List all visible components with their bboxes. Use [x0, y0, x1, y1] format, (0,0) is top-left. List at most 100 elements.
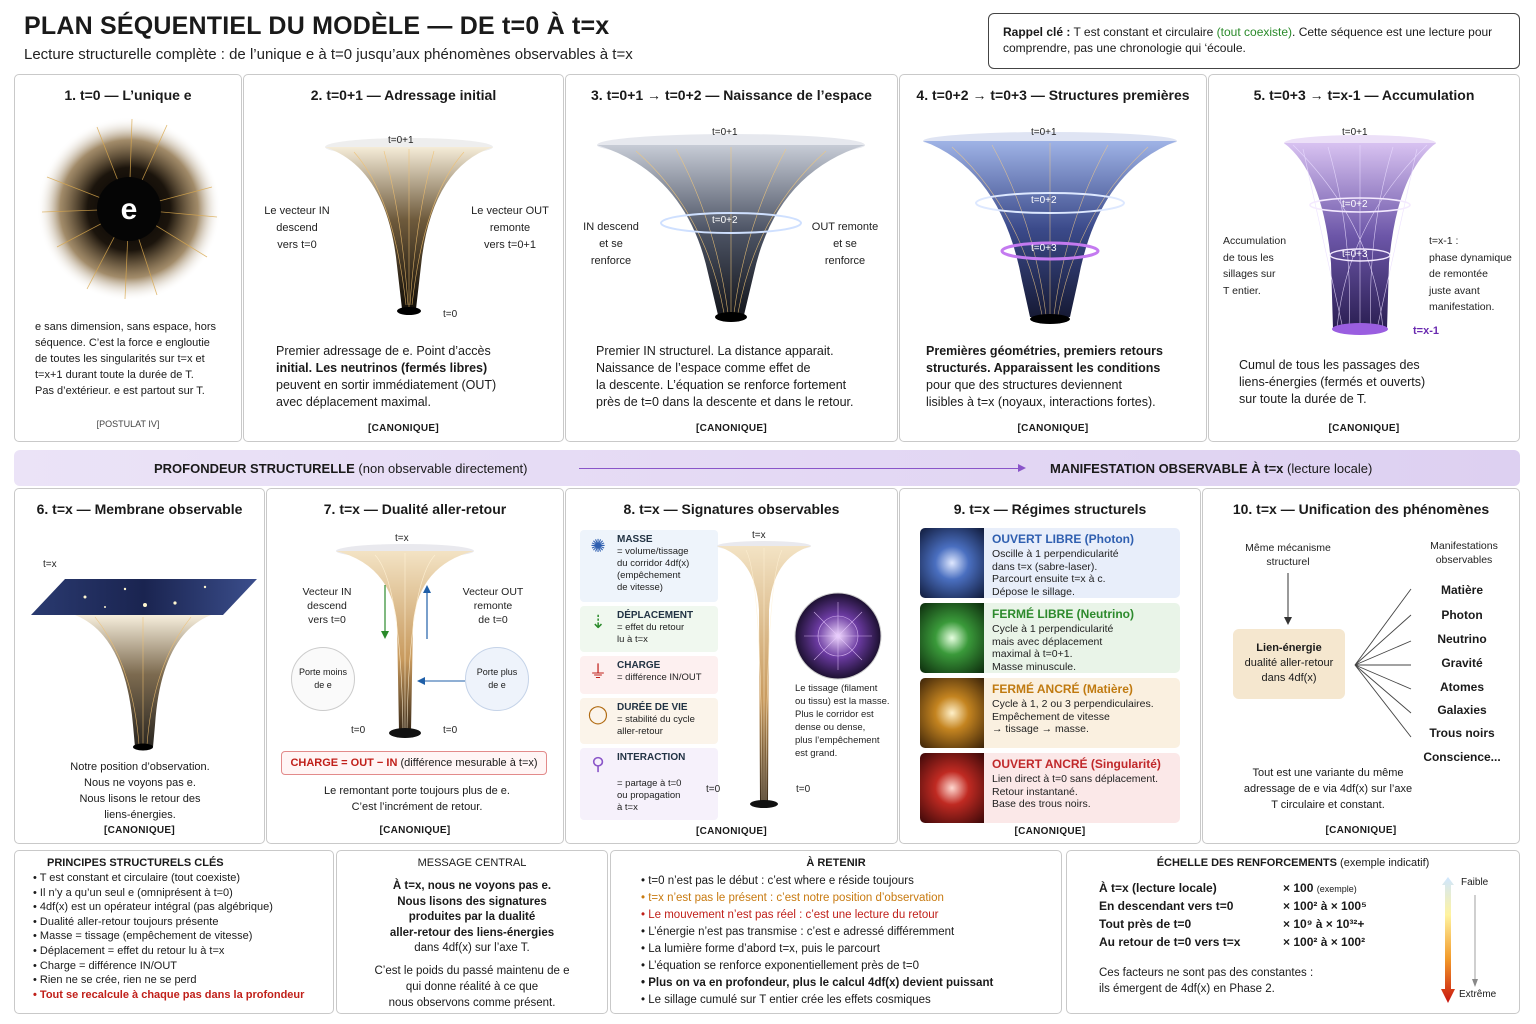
- panel-6-text: Notre position d’observation. Nous ne vo…: [70, 761, 210, 821]
- manif-galaxies: Galaxies: [1437, 703, 1487, 717]
- message-para-2: C’est le poids du passé maintenu de e qu…: [374, 965, 570, 1009]
- echelle-footnote: Ces facteurs ne sont pas des constantes …: [1099, 967, 1314, 995]
- panel-10-left-head: Même mécanisme structurel: [1245, 542, 1331, 568]
- neutrino-thumb: [920, 603, 984, 673]
- panel-7-footer: [CANONIQUE]: [379, 825, 451, 836]
- message-title: MESSAGE CENTRAL: [417, 857, 527, 869]
- singularity-image: [37, 117, 221, 301]
- panel-1: 1. t=0 — L’unique e e e sans dimension, …: [14, 74, 242, 442]
- manif-trous-noirs: Trous noirs: [1429, 726, 1495, 740]
- photon-thumb: [920, 528, 984, 598]
- panel-4-text: Premières géométries, premiers retours s…: [926, 344, 1163, 409]
- echelle-value-3: × 100² à × 100²: [1283, 935, 1366, 949]
- principes-title: PRINCIPES STRUCTURELS CLÉS: [47, 857, 224, 869]
- echelle-row-0: À t=x (lecture locale): [1099, 881, 1217, 895]
- panel-5-left-note: Accumulation de tous les sillages sur T …: [1223, 235, 1287, 297]
- panel-4-footer: [CANONIQUE]: [1017, 423, 1089, 434]
- panel-8-bottom-left: t=0: [706, 784, 721, 795]
- singularite-thumb: [920, 753, 984, 823]
- arrow-down-icon: ⇣: [590, 612, 606, 632]
- panel-6-title: 6. t=x — Membrane observable: [36, 501, 243, 517]
- panel-5-footer: [CANONIQUE]: [1328, 423, 1400, 434]
- panel-3-footer: [CANONIQUE]: [695, 423, 768, 434]
- panel-5-mid-label: t=0+2: [1342, 199, 1368, 210]
- retenir-panel: À RETENIR t=0 n’est pas le début : c’est…: [610, 850, 1062, 1014]
- rappel-text-1: T est constant et circulaire: [1073, 25, 1214, 39]
- panel-8-top-label: t=x: [752, 530, 766, 541]
- matiere-thumb: [920, 678, 984, 748]
- panel-7-text: Le remontant porte toujours plus de e. C…: [324, 785, 510, 813]
- panel-1-footer: [POSTULAT IV]: [96, 419, 160, 429]
- panel-3-title: 3. t=0+1 → t=0+2 — Naissance de l’espace: [591, 87, 872, 103]
- panel-7: 7. t=x — Dualité aller-retour t=x Vecteu…: [266, 488, 564, 844]
- retenir-title: À RETENIR: [806, 857, 866, 869]
- mesh-icon: ✺: [590, 536, 606, 556]
- panel-5-bottom-label: t=x-1: [1413, 325, 1439, 337]
- singularity-glyph: e: [120, 193, 138, 226]
- in-arrow-icon: [381, 585, 389, 639]
- panel-2-text: Premier adressage de e. Point d’accès in…: [276, 344, 497, 409]
- charge-icon: ⏚: [589, 662, 607, 682]
- echelle-row-3: Au retour de t=0 vers t=x: [1099, 935, 1241, 949]
- message-panel: MESSAGE CENTRAL À t=x, nous ne voyons pa…: [336, 850, 608, 1014]
- tissage-sphere-image: [794, 592, 882, 680]
- echelle-value-1: × 100² à × 100⁵: [1283, 899, 1367, 913]
- panel-2-left-note: Le vecteur IN descend vers t=0: [264, 205, 330, 251]
- manif-atomes: Atomes: [1439, 680, 1484, 694]
- duality-funnel-image: [336, 544, 474, 738]
- echelle-row-2: Tout près de t=0: [1099, 917, 1192, 931]
- page-subtitle: Lecture structurelle complète : de l’uni…: [24, 46, 633, 63]
- panel-3-left-note: IN descend et se renforce: [583, 221, 639, 267]
- panel-8-footer: [CANONIQUE]: [695, 826, 768, 837]
- ring-icon: ◯: [587, 704, 609, 724]
- message-para-1: À t=x, nous ne voyons pas e. Nous lisons…: [389, 880, 555, 954]
- regime-neutrino: FERMÉ LIBRE (Neutrino) Cycle à 1 perpend…: [920, 603, 1180, 673]
- signature-masse: ✺ MASSE = volume/tissage du corridor 4df…: [580, 530, 718, 602]
- regime-matiere: FERMÉ ANCRÉ (Matière) Cycle à 1, 2 ou 3 …: [920, 678, 1180, 748]
- depth-band: PROFONDEUR STRUCTURELLE (non observable …: [14, 450, 1520, 486]
- scale-gradient-bar: [1441, 877, 1455, 1003]
- echelle-title: ÉCHELLE DES RENFORCEMENTS (exemple indic…: [1156, 857, 1430, 869]
- charge-box: CHARGE = OUT − IN (différence mesurable …: [281, 751, 547, 775]
- panel-10: 10. t=x — Unification des phénomènes Mêm…: [1202, 488, 1520, 844]
- manif-matiere: Matière: [1440, 583, 1484, 597]
- panel-7-left-note: Vecteur IN descend vers t=0: [302, 586, 352, 626]
- panel-2-footer: [CANONIQUE]: [367, 423, 440, 434]
- signature-funnel-image: [717, 541, 811, 808]
- signature-charge: ⏚ CHARGE = différence IN/OUT: [580, 656, 718, 694]
- panel-8-bottom-right: t=0: [796, 784, 811, 795]
- panel-8-side-note: Le tissage (filament ou tissu) est la ma…: [795, 683, 890, 759]
- panel-6-footer: [CANONIQUE]: [103, 825, 176, 836]
- panel-2-title: 2. t=0+1 — Adressage initial: [310, 87, 497, 103]
- panel-7-top-label: t=x: [395, 533, 409, 544]
- panel-6: 6. t=x — Membrane observable t=x Notre p…: [14, 488, 265, 844]
- panel-7-right-note: Vecteur OUT remonte de t=0: [462, 586, 524, 626]
- echelle-row-1: En descendant vers t=0: [1099, 899, 1234, 913]
- echelle-panel: ÉCHELLE DES RENFORCEMENTS (exemple indic…: [1066, 850, 1520, 1014]
- panel-5-right-note: t=x-1 : phase dynamique de remontée just…: [1429, 235, 1512, 313]
- plus-pointer-icon: [417, 677, 465, 685]
- panel-5: 5. t=0+3 → t=x-1 — Accumulation t=0+1 t=…: [1208, 74, 1520, 442]
- panel-2: 2. t=0+1 — Adressage initial t=0+1 t=0 L…: [243, 74, 564, 442]
- bubble-plus: Porte plus de e: [465, 647, 529, 711]
- manif-photon: Photon: [1441, 608, 1483, 622]
- signature-deplacement: ⇣ DÉPLACEMENT = effet du retour lu à t=x: [580, 606, 718, 652]
- panel-3: 3. t=0+1 → t=0+2 — Naissance de l’espace…: [565, 74, 898, 442]
- signature-interaction: ⚲ INTERACTION = partage à t=0 ou propaga…: [580, 748, 718, 820]
- band-left: PROFONDEUR STRUCTURELLE (non observable …: [154, 461, 528, 476]
- panel-3-right-note: OUT remonte et se renforce: [811, 221, 879, 267]
- echelle-value-2: × 10⁹ à × 10³²+: [1283, 917, 1365, 931]
- panel-2-right-note: Le vecteur OUT remonte vers t=0+1: [471, 205, 549, 251]
- panel-10-title: 10. t=x — Unification des phénomènes: [1232, 501, 1490, 517]
- page-title: PLAN SÉQUENTIEL DU MODÈLE — DE t=0 À t=x: [24, 12, 610, 40]
- scale-top-label: Faible: [1461, 877, 1489, 888]
- panel-4-low-label: t=0+3: [1031, 243, 1057, 254]
- panel-5-low-label: t=0+3: [1342, 249, 1368, 260]
- panel-6-top-label: t=x: [43, 559, 57, 570]
- manif-gravite: Gravité: [1441, 656, 1483, 670]
- core-box: Lien-énergie dualité aller-retour dans 4…: [1233, 629, 1345, 699]
- funnel-image: [597, 134, 865, 322]
- principes-panel: PRINCIPES STRUCTURELS CLÉS T est constan…: [14, 850, 334, 1014]
- panel-4: 4. t=0+2 → t=0+3 — Structures premières …: [899, 74, 1207, 442]
- panel-10-text: Tout est une variante du même adressage …: [1243, 767, 1413, 811]
